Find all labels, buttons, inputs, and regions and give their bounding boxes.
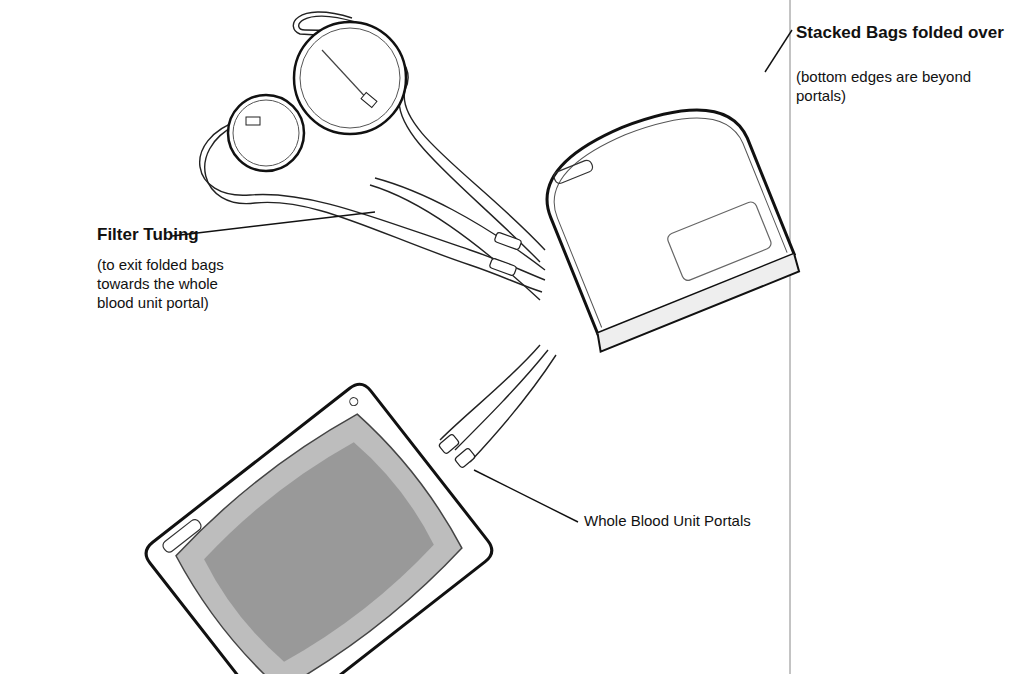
part-name: Filter Tubing [97, 224, 199, 245]
note: (bottom edges are beyond portals) [796, 68, 976, 106]
whole-blood-bag [141, 379, 497, 674]
note: (to exit folded bags towards the whole b… [97, 256, 247, 312]
part-name: Stacked Bags folded over [796, 22, 1004, 43]
divider-line [790, 0, 791, 674]
tubing [200, 12, 556, 462]
stacked-bags [526, 85, 801, 351]
part-name: Whole Blood Unit Portals [582, 512, 753, 531]
leader-lines [172, 30, 792, 522]
filter-discs [228, 22, 406, 171]
tube-connectors [438, 232, 522, 469]
